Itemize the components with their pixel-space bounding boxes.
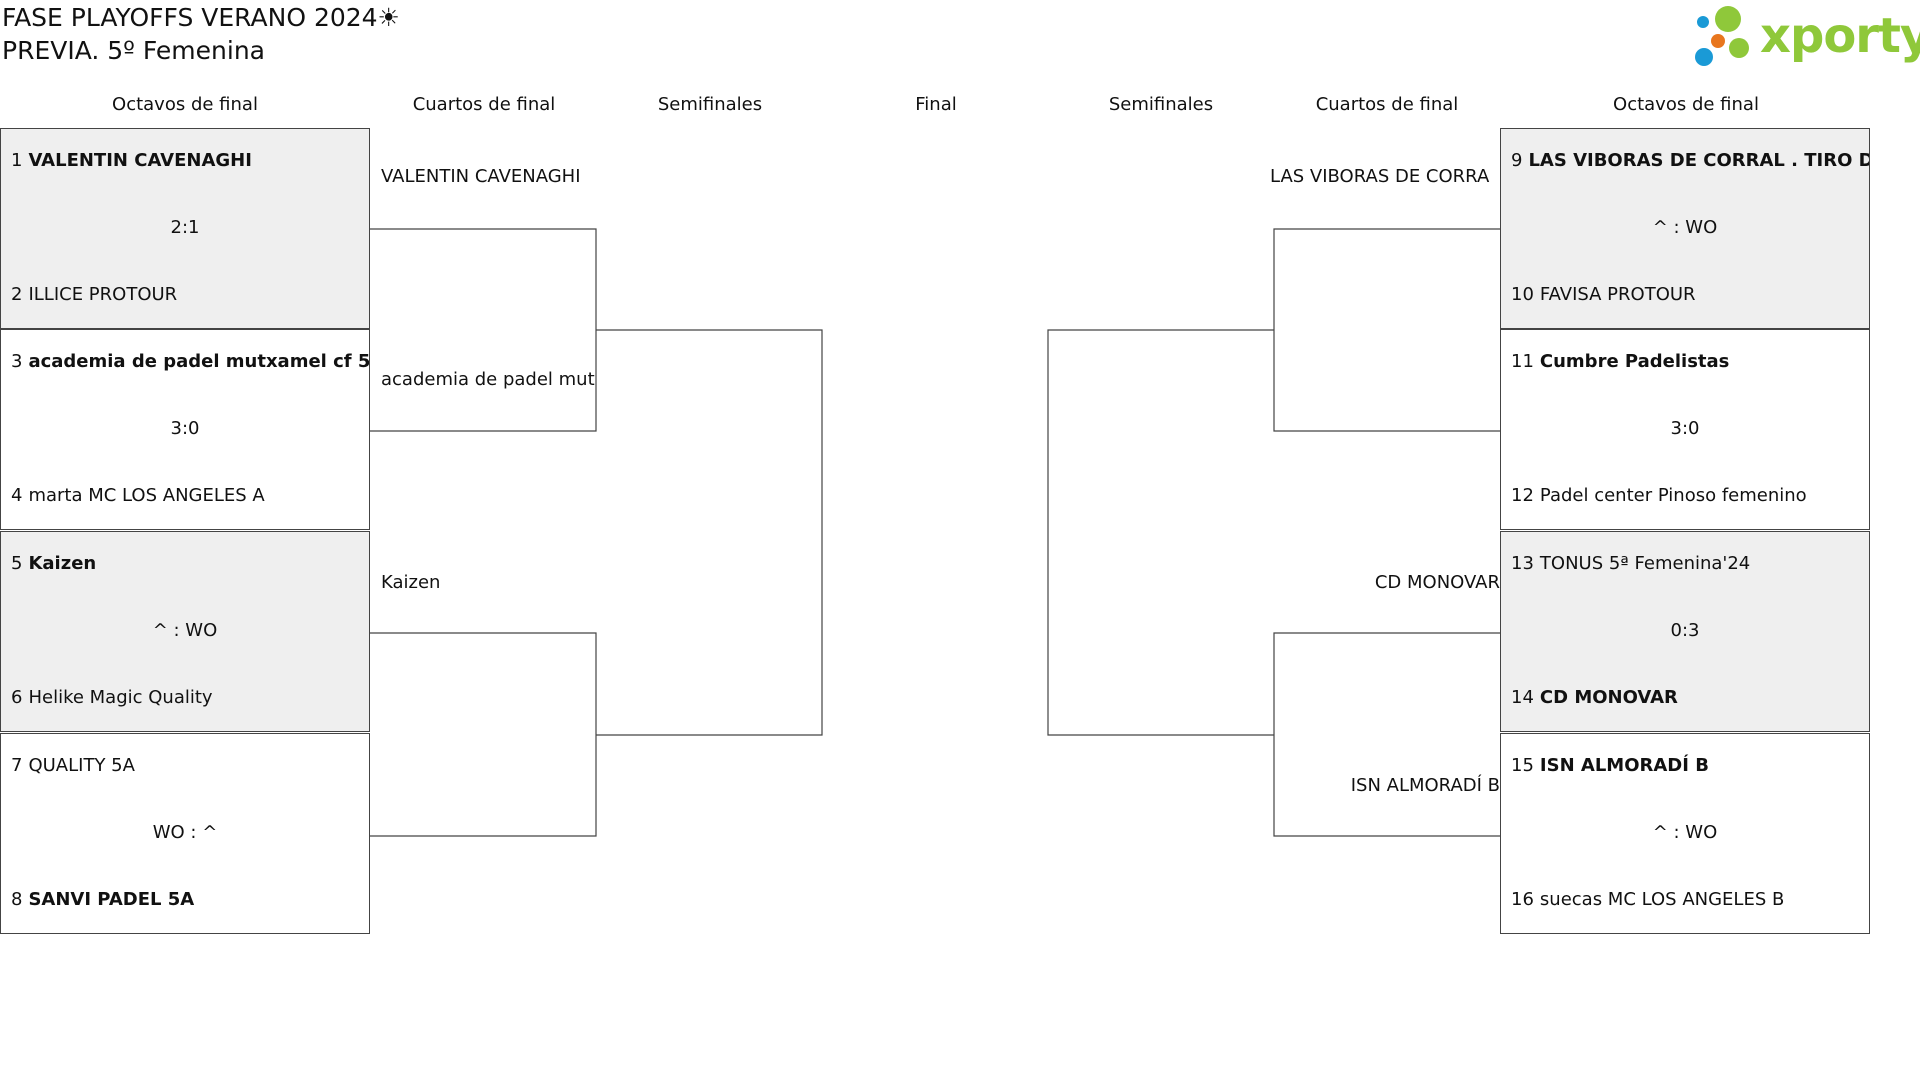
match-score: WO : ^: [152, 822, 218, 843]
logo-dot-green-icon: [1715, 6, 1741, 32]
connector-right-qf1: [1273, 228, 1500, 432]
qf-left-slot-1[interactable]: VALENTIN CAVENAGHI: [381, 166, 581, 187]
qf-right-slot-4[interactable]: ISN ALMORADÍ B: [1350, 775, 1500, 796]
round-label-left-r16: Octavos de final: [112, 94, 258, 115]
match-score: 2:1: [170, 217, 200, 238]
round-label-right-qf: Cuartos de final: [1315, 94, 1459, 115]
page-title: FASE PLAYOFFS VERANO 2024☀: [2, 3, 400, 32]
round-label-left-sf: Semifinales: [657, 94, 763, 115]
xporty-logo[interactable]: xporty: [1695, 4, 1920, 70]
connector-left-sf: [596, 329, 823, 736]
logo-dot-blue-small-icon: [1695, 48, 1713, 66]
logo-dot-blue-icon: [1697, 16, 1709, 28]
qf-right-slot-3[interactable]: CD MONOVAR: [1374, 572, 1500, 593]
qf-left-slot-2[interactable]: academia de padel mut: [381, 369, 595, 390]
round-label-right-r16: Octavos de final: [1613, 94, 1759, 115]
match-score: 3:0: [1670, 418, 1700, 439]
logo-dot-green-small-icon: [1729, 38, 1749, 58]
round-label-left-qf: Cuartos de final: [412, 94, 556, 115]
round-label-final: Final: [915, 94, 957, 115]
qf-left-slot-3[interactable]: Kaizen: [381, 572, 441, 593]
match-score: 3:0: [170, 418, 200, 439]
page-subtitle: PREVIA. 5º Femenina: [2, 36, 265, 65]
round-label-right-sf: Semifinales: [1108, 94, 1214, 115]
connector-right-sf: [1047, 329, 1274, 736]
connector-right-qf2: [1273, 632, 1500, 837]
connector-left-qf2: [370, 632, 597, 837]
connector-left-qf1: [370, 228, 597, 432]
match-score: ^ : WO: [152, 620, 218, 641]
qf-right-slot-1[interactable]: LAS VIBORAS DE CORRA: [1270, 166, 1490, 187]
match-score: 0:3: [1670, 620, 1700, 641]
match-score: ^ : WO: [1652, 217, 1718, 238]
logo-text: xporty: [1760, 8, 1920, 64]
logo-dot-orange-icon: [1711, 34, 1725, 48]
match-score: ^ : WO: [1652, 822, 1718, 843]
